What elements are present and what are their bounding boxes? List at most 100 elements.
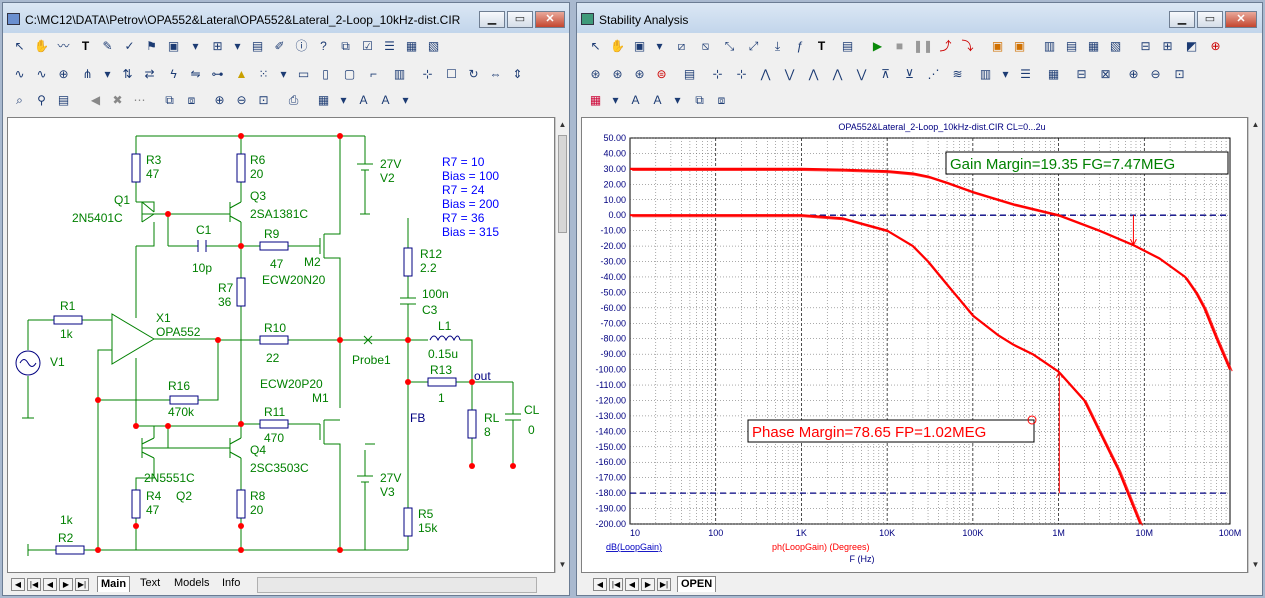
plot-component-icon[interactable]: ▣ (633, 39, 646, 53)
dropdown-icon-6[interactable]: ▾ (402, 93, 409, 107)
probe-b-icon[interactable]: ⊛ (612, 67, 623, 81)
layout-c-icon[interactable]: ▦ (1087, 39, 1100, 53)
chart-icon[interactable]: ◩ (1185, 39, 1198, 53)
warning-icon[interactable]: ▲ (235, 67, 248, 81)
probe-a-icon[interactable]: ⊛ (590, 67, 601, 81)
page-icon[interactable]: ▯ (322, 67, 329, 81)
split-h-icon[interactable]: ⊟ (1140, 39, 1151, 53)
cursor-b-icon[interactable]: ⤵ (961, 39, 974, 53)
scroll-up-arrow[interactable]: ▲ (558, 120, 567, 129)
tab-hscrollbar[interactable] (257, 577, 537, 593)
stability-titlebar[interactable]: Stability Analysis ▁ ▭ ✕ (577, 3, 1262, 37)
schematic-canvas[interactable]: R3 47 R6 20 Q1 2N5401C Q3 2SA1381C C1 10… (7, 117, 555, 573)
legend-phase[interactable]: ph(LoopGain) (Degrees) (772, 542, 870, 552)
swap-icon[interactable]: ⇋ (190, 67, 201, 81)
wave-icon[interactable]: ≋ (952, 67, 963, 81)
current-icon[interactable]: ⇄ (144, 67, 155, 81)
nav-next[interactable]: ▶ (59, 578, 73, 591)
clipboard-icon[interactable]: ▥ (393, 67, 406, 81)
plot-scroll-up[interactable]: ▲ (1251, 120, 1260, 129)
high-icon[interactable]: ⋀ (760, 67, 771, 81)
gain-curve[interactable] (630, 167, 1232, 371)
properties-icon[interactable]: ▤ (57, 93, 70, 107)
low-icon[interactable]: ⋁ (784, 67, 795, 81)
report-icon[interactable]: ▧ (427, 39, 440, 53)
dropdown-icon-4[interactable]: ▾ (280, 67, 287, 81)
check-icon[interactable]: ✓ (124, 39, 135, 53)
export-icon[interactable]: ⧉ (341, 39, 350, 53)
stability-close-button[interactable]: ✕ (1225, 11, 1257, 28)
global-low-icon[interactable]: ⋁ (856, 67, 867, 81)
gain-margin-box[interactable]: Gain Margin=19.35 FG=7.47MEG (945, 151, 1229, 175)
align-icon[interactable]: ⊹ (422, 67, 433, 81)
box-icon[interactable]: ▭ (297, 67, 310, 81)
nav-first[interactable]: ◀ (11, 578, 25, 591)
power-icon[interactable]: ϟ (170, 67, 177, 81)
fit-v-icon[interactable]: ⊠ (1100, 67, 1111, 81)
copy-icon[interactable]: ⧉ (165, 93, 174, 107)
scroll-thumb[interactable] (558, 135, 567, 233)
auto-scale-icon[interactable]: ⤡ (724, 39, 735, 53)
hierarchy-icon[interactable]: ⋔ (82, 67, 93, 81)
waveform-a-icon[interactable]: ∿ (14, 67, 25, 81)
back-icon[interactable]: ◀ (90, 93, 101, 107)
schematic-vscrollbar[interactable]: ▲ ▼ (555, 117, 569, 573)
inflection-icon[interactable]: ⋀ (808, 67, 819, 81)
plot-paste-icon[interactable]: ⧈ (717, 93, 726, 107)
plot-font-dropdown-icon[interactable]: ▾ (674, 93, 681, 107)
plot-zoom-fit-icon[interactable]: ⊡ (1174, 67, 1185, 81)
zoom-out-icon[interactable]: ⊖ (236, 93, 247, 107)
checkbox-icon[interactable]: ☑ (362, 39, 373, 53)
zoom-box-icon[interactable]: ⧅ (701, 39, 710, 53)
layout-b-icon[interactable]: ▤ (1065, 39, 1078, 53)
component-icon[interactable]: ▣ (167, 39, 180, 53)
text-tool-icon[interactable]: T (81, 39, 90, 53)
peak-icon[interactable]: ⊹ (712, 67, 723, 81)
color-palette-icon[interactable]: ▦ (589, 93, 602, 107)
plot-nav-last[interactable]: ▶| (657, 578, 671, 591)
font-style-icon[interactable]: A (381, 93, 390, 107)
table-icon[interactable]: ▤ (251, 39, 264, 53)
dropdown-icon-5[interactable]: ▾ (340, 93, 347, 107)
measure-icon[interactable]: ⊶ (211, 67, 224, 81)
probe-c-icon[interactable]: ⊛ (634, 67, 645, 81)
dropdown-icon-3[interactable]: ▾ (104, 67, 111, 81)
stability-minimize-button[interactable]: ▁ (1169, 11, 1195, 28)
layout-a-icon[interactable]: ▥ (1043, 39, 1056, 53)
global-high-icon[interactable]: ⋀ (832, 67, 843, 81)
select-arrow-icon[interactable]: ↖ (14, 39, 25, 53)
x-scale-icon[interactable]: ⤢ (748, 39, 759, 53)
cursor-a-icon[interactable]: ⤴ (939, 39, 952, 53)
phase-margin-box[interactable]: Phase Margin=78.65 FP=1.02MEG (747, 419, 1035, 443)
fit-h-icon[interactable]: ⊟ (1076, 67, 1087, 81)
binoculars-icon[interactable]: ⚲ (37, 93, 46, 107)
font-icon[interactable]: A (359, 93, 368, 107)
close-button[interactable]: ✕ (535, 11, 565, 28)
plot-nav-next[interactable]: ▶ (641, 578, 655, 591)
tab-main[interactable]: Main (97, 576, 131, 592)
function-icon[interactable]: ƒ (796, 39, 803, 53)
frame-icon[interactable]: ▢ (343, 67, 356, 81)
zoom-fit-icon[interactable]: ⊡ (258, 93, 269, 107)
waveform-b-icon[interactable]: ∿ (36, 67, 47, 81)
plot-nav-first[interactable]: ◀ (593, 578, 607, 591)
find-icon[interactable]: ⌕ (16, 93, 23, 107)
pan-hand-icon[interactable]: ✋ (34, 39, 49, 53)
nav-prev-page[interactable]: |◀ (27, 578, 41, 591)
pause-icon[interactable]: ❚❚ (913, 39, 934, 53)
grid-icon[interactable]: ⊞ (212, 39, 223, 53)
plot-zoom-out-icon[interactable]: ⊖ (1150, 67, 1161, 81)
clip-icon[interactable]: ▥ (979, 67, 992, 81)
dropdown-icon[interactable]: ▾ (192, 39, 199, 53)
valley-icon[interactable]: ⊹ (736, 67, 747, 81)
wire-icon[interactable]: 〰 (57, 39, 70, 53)
more-icon[interactable]: ⋯ (133, 93, 146, 107)
tab-text[interactable]: Text (140, 577, 161, 589)
palette-dropdown-icon[interactable]: ▾ (612, 93, 619, 107)
nav-prev[interactable]: ◀ (43, 578, 57, 591)
flag-icon[interactable]: ⚑ (146, 39, 157, 53)
plot-properties-icon[interactable]: ▤ (841, 39, 854, 53)
printer-icon[interactable]: ⎙ (288, 93, 299, 107)
plot-font-icon[interactable]: A (631, 93, 640, 107)
layout-icon[interactable]: ▦ (317, 93, 330, 107)
